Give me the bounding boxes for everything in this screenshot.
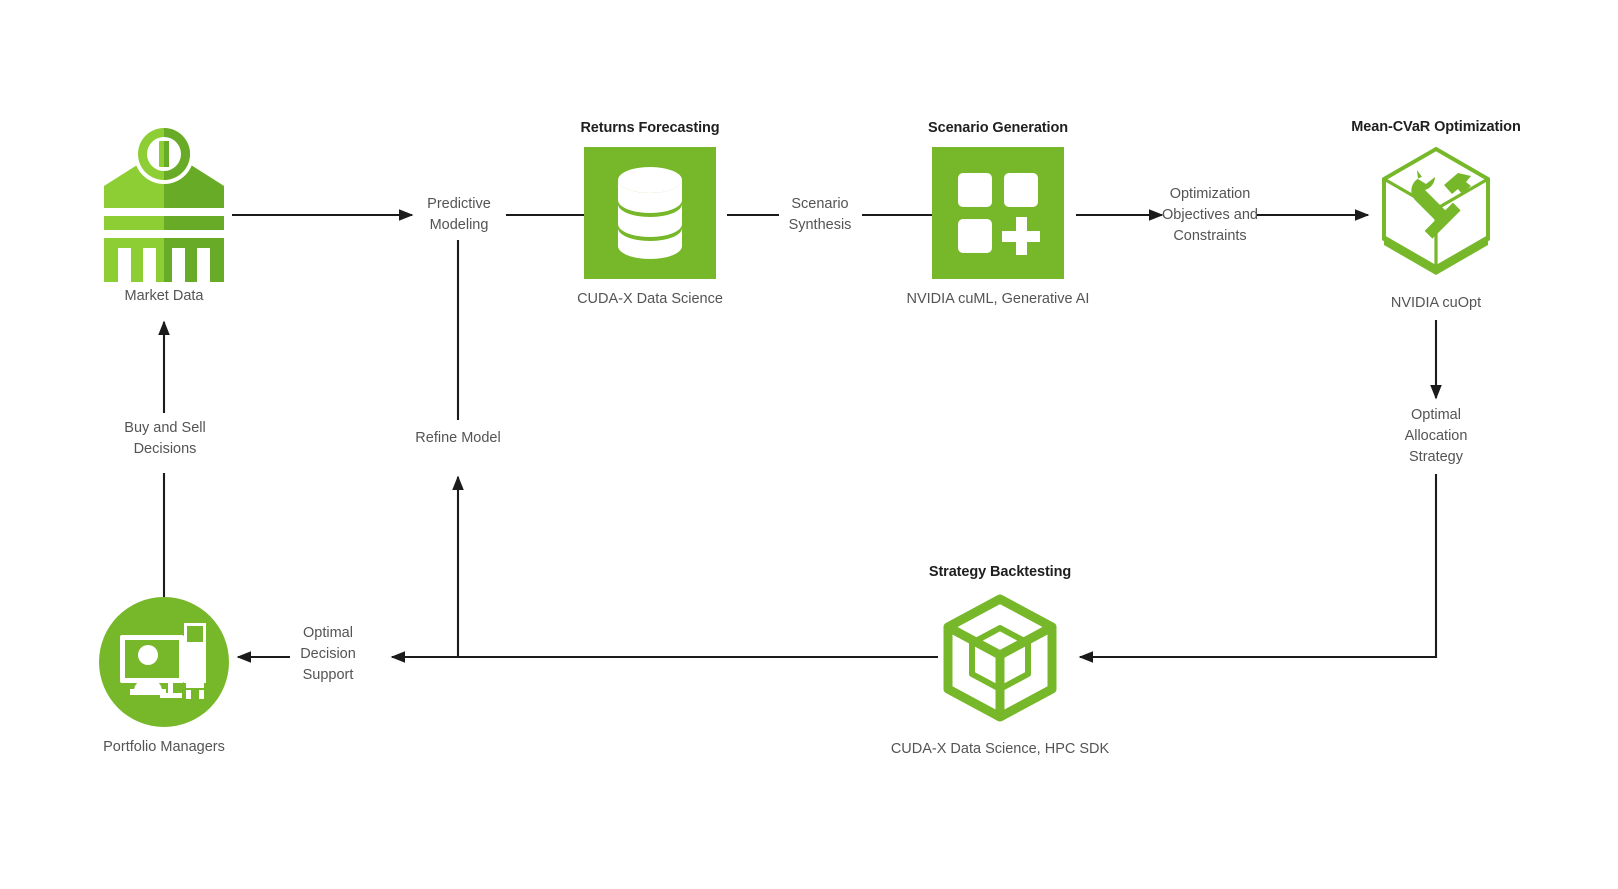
node-caption: NVIDIA cuML, Generative AI [906,291,1090,307]
node-title: Returns Forecasting [580,120,720,136]
node-title: Scenario Generation [928,120,1068,136]
arrow-allocation-to-backtesting [1078,474,1438,663]
node-caption: Portfolio Managers [103,739,225,755]
edge-label-scenario-synthesis: Scenario Synthesis [788,196,852,233]
bank-icon [96,124,232,282]
cube-outline-icon [940,594,1060,727]
edge-label-optimal-allocation-strategy: Optimal Allocation Strategy [1404,407,1468,465]
edge-label-predictive-modeling: Predictive Modeling [427,196,491,233]
edge-label-optimal-decision-support: Optimal Decision Support [300,625,356,683]
node-title: Strategy Backtesting [928,564,1072,580]
node-title: Mean-CVaR Optimization [1351,119,1521,135]
cube-tools-icon [1374,143,1498,288]
node-caption: CUDA-X Data Science, HPC SDK [890,741,1110,757]
edge-label-buy-and-sell-decisions: Buy and Sell Decisions [124,420,206,457]
node-caption: CUDA-X Data Science [577,291,723,307]
database-icon [584,147,716,279]
node-returns-forecasting[interactable]: Returns Forecasting CUDA-X Data Science [540,120,760,307]
grid-plus-icon [932,147,1064,279]
node-portfolio-managers[interactable]: Portfolio Managers [94,597,234,755]
node-market-data[interactable]: Market Data [96,124,232,304]
node-strategy-backtesting[interactable]: Strategy Backtesting CUDA-X Data Science… [880,564,1120,757]
user-workstation-icon [99,597,229,727]
edge-label-refine-model: Refine Model [415,430,501,446]
node-caption: NVIDIA cuOpt [1390,295,1482,311]
node-caption: Market Data [124,288,204,304]
edge-label-optimization-objectives: Optimization Objectives and Constraints [1162,186,1258,244]
node-scenario-generation[interactable]: Scenario Generation NVIDIA cuML, Generat… [888,120,1108,307]
node-mean-cvar-optimization[interactable]: Mean-CVaR Optimization [1316,119,1556,311]
